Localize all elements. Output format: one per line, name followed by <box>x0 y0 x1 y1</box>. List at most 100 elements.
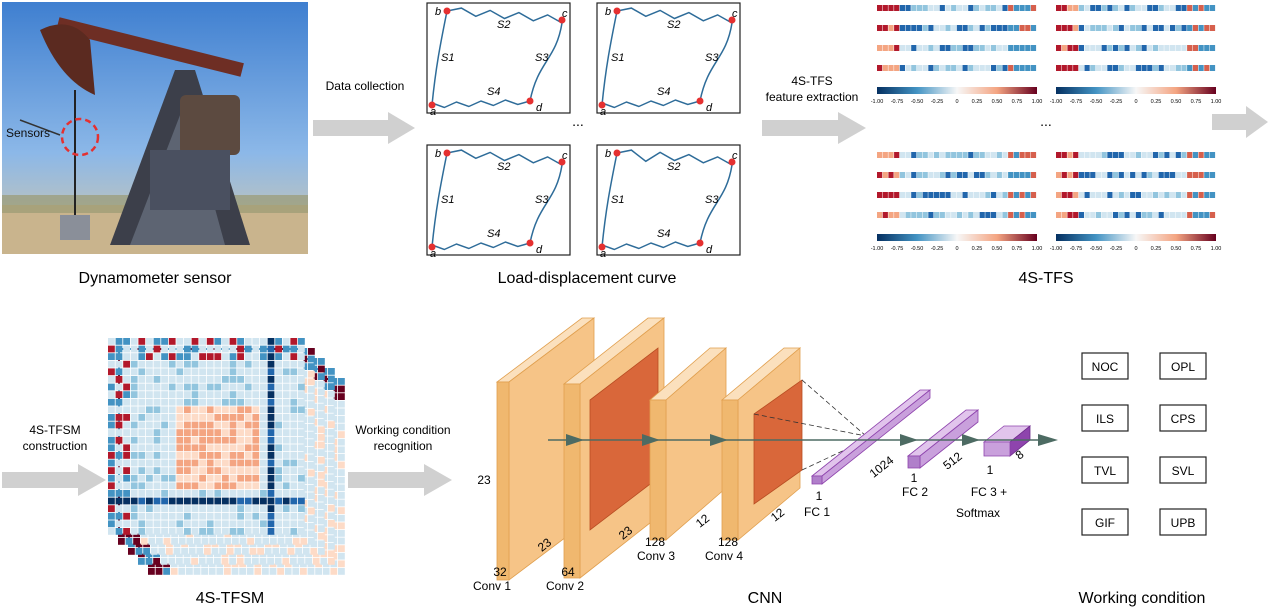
tfs-cell <box>1056 212 1062 218</box>
tfsm-cell <box>244 444 252 452</box>
tfs-cell <box>1107 45 1113 51</box>
tfs-cell <box>916 172 923 178</box>
tfsm-cell <box>133 538 140 545</box>
tfs-cell <box>1113 25 1119 31</box>
tfs-cell <box>1187 45 1193 51</box>
tfsm-cell <box>282 414 290 421</box>
tfsm-cell <box>224 538 232 545</box>
tfsm-cell <box>191 497 199 505</box>
tfs-cell <box>962 65 968 71</box>
corner-point <box>428 101 436 109</box>
tfs-cell <box>1084 25 1090 31</box>
tfsm-cell <box>153 467 161 474</box>
tfs-cell <box>1141 45 1147 51</box>
tfsm-cell <box>176 512 184 520</box>
tfs-cell <box>922 192 928 198</box>
tfsm-cell <box>108 490 115 497</box>
tfsm-cell <box>260 345 267 353</box>
tfsm-cell <box>310 548 318 555</box>
tfsm-cell <box>252 467 260 474</box>
tfsm-cell <box>244 429 252 436</box>
tfsm-cell <box>123 467 130 474</box>
tfs-cell <box>1084 5 1090 11</box>
tfs-cell <box>1095 25 1102 31</box>
tfsm-cell <box>328 520 335 527</box>
conv4-name-label: Conv 4 <box>705 549 743 563</box>
tfsm-cell <box>282 558 290 565</box>
tfsm-cell <box>275 414 282 421</box>
tfs-cell <box>911 65 917 71</box>
tfsm-cell <box>298 345 305 353</box>
tfs-cell <box>1164 5 1170 11</box>
tfsm-cell <box>285 538 292 545</box>
colorbar-tick: -0.75 <box>1070 246 1083 252</box>
tfs-cell <box>1130 65 1136 71</box>
tfs-cell <box>1170 172 1176 178</box>
tfsm-cell <box>252 482 260 490</box>
tfsm-cell <box>206 353 214 360</box>
tfsm-cell <box>298 429 305 436</box>
tfsm-cell <box>292 568 300 575</box>
tfsm-cell <box>338 385 345 393</box>
tfsm-cell <box>290 421 298 429</box>
tfsm-cell <box>199 376 206 383</box>
tfsm-cell <box>260 497 267 505</box>
tfsm-cell <box>252 558 259 565</box>
tfsm-cell <box>161 452 168 459</box>
tfsm-cell <box>206 490 214 497</box>
tfsm-cell <box>318 388 325 396</box>
tfsm-cell <box>275 505 282 512</box>
tfsm-cell <box>146 528 153 535</box>
tfsm-cell <box>237 414 244 421</box>
tfs-cell <box>1013 172 1019 178</box>
fc1-name-label: FC 1 <box>804 505 830 519</box>
tfsm-cell <box>290 368 298 376</box>
tfsm-cell <box>214 391 222 398</box>
tfsm-cell <box>290 414 298 421</box>
tfs-cell <box>1158 65 1164 71</box>
tfsm-cell <box>229 360 237 368</box>
tfsm-cell <box>115 376 123 383</box>
tfsm-cell <box>214 505 222 512</box>
tfsm-cell <box>214 368 222 376</box>
tfs-cell <box>991 212 997 218</box>
tfs-cell <box>968 172 974 178</box>
tfsm-cell <box>282 452 290 459</box>
tfs-cell <box>1084 65 1090 71</box>
tfsm-cell <box>267 360 275 368</box>
tfsm-cell <box>206 467 214 474</box>
tfs-cell <box>888 65 894 71</box>
tfs-cell <box>979 172 985 178</box>
curve-panel-frame <box>426 2 571 114</box>
tfsm-cell <box>161 490 168 497</box>
tfs-cell <box>888 25 894 31</box>
tfs-cell <box>911 212 917 218</box>
tfsm-cell <box>148 538 156 545</box>
flow-arrows <box>548 434 1058 446</box>
tfs-cell <box>939 25 945 31</box>
tfsm-cell <box>115 482 123 490</box>
tfsm-cell <box>305 558 312 565</box>
tfs-cell <box>973 192 980 198</box>
tfsm-cell <box>176 558 183 565</box>
tfsm-cell <box>184 421 191 429</box>
tfs-cell <box>899 25 905 31</box>
condition-box-ils: ILS <box>1081 404 1129 432</box>
tfsm-cell <box>298 482 305 490</box>
tfsm-cell <box>338 446 345 454</box>
tfs-cell <box>899 5 905 11</box>
tfs-cell <box>1084 172 1090 178</box>
tfsm-cell <box>168 520 176 528</box>
tfs-ellipsis: ... <box>1040 113 1052 129</box>
tfsm-cell <box>267 512 275 520</box>
tfs-cell <box>1073 25 1079 31</box>
tfsm-cell <box>123 490 130 497</box>
conv3-channels-label: 128 <box>645 535 665 549</box>
tfs-cell <box>1090 65 1096 71</box>
tfsm-cell <box>328 482 335 489</box>
fc1-in-label: 1 <box>816 489 823 503</box>
tfs-cell <box>1170 65 1176 71</box>
segment-label: S2 <box>497 161 510 173</box>
